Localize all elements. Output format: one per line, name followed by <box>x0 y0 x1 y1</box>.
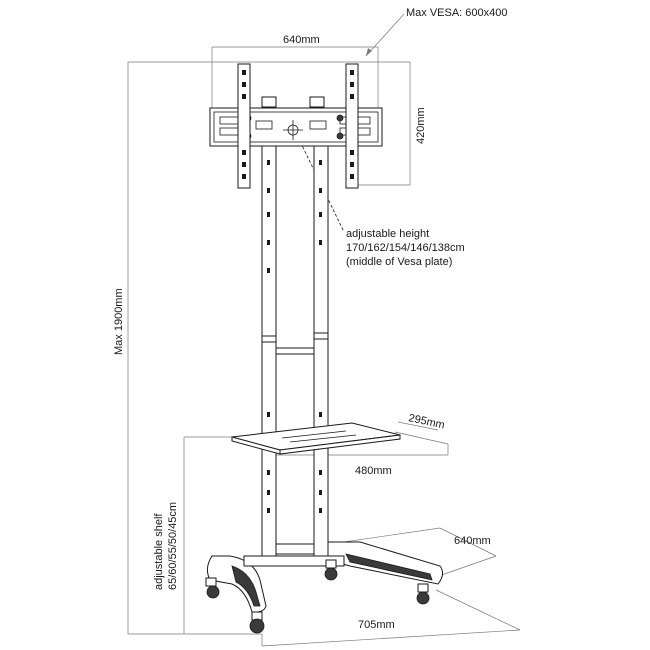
shelf-slot <box>351 435 393 442</box>
plate-top-clip-right <box>309 96 325 108</box>
shelf-slot <box>281 430 347 439</box>
left-vesa-bracket <box>237 63 251 189</box>
base-width-right-line <box>435 589 521 631</box>
base-depth-label: 640mm <box>454 535 491 547</box>
left-pole <box>261 139 277 561</box>
max-vesa-leader <box>365 13 405 57</box>
plate-bolt <box>336 132 344 140</box>
right-pole-joint <box>313 332 329 340</box>
max-height-label: Max 1900mm <box>113 288 125 355</box>
base-depth-top-line <box>329 527 441 545</box>
caster <box>416 583 430 605</box>
vesa-height-label: 420mm <box>415 107 427 144</box>
left-foot-shadow <box>231 565 261 607</box>
shelf <box>231 422 401 455</box>
caster <box>324 559 338 581</box>
caster <box>205 577 220 599</box>
vesa-mount <box>209 63 383 189</box>
base-depth-line <box>439 527 497 557</box>
right-bracket-arm <box>345 63 359 189</box>
adjustable-shelf-values: 65/60/55/50/45cm <box>167 502 179 590</box>
shelf-width-label: 480mm <box>355 465 392 477</box>
shelf-slot <box>289 434 357 443</box>
right-vesa-bracket <box>345 63 359 189</box>
base-width-line <box>261 629 521 647</box>
column-left <box>261 139 277 561</box>
right-foot-shadow <box>345 553 433 581</box>
vesa-plate-inner <box>213 111 379 143</box>
column-cross-brace <box>275 347 315 355</box>
adjustable-height-label: adjustable height <box>346 228 429 240</box>
plate-top-clip-left <box>261 96 277 108</box>
base-width-label: 705mm <box>358 619 395 631</box>
shelf-depth-line <box>397 421 439 431</box>
column-right <box>313 139 329 561</box>
shelf-depth-edge <box>394 431 449 445</box>
plate-bolt <box>336 114 344 122</box>
base <box>205 541 444 634</box>
adjustable-height-note: (middle of Vesa plate) <box>346 256 452 268</box>
shelf-depth-label: 295mm <box>407 412 445 431</box>
max-vesa-label: Max VESA: 600x400 <box>406 7 508 19</box>
vesa-width-label: 640mm <box>283 34 320 46</box>
adjustable-height-values: 170/162/154/146/138cm <box>346 242 465 254</box>
column-base-brace <box>275 543 315 555</box>
caster <box>249 611 265 634</box>
adjustable-shelf-label: adjustable shelf <box>153 513 165 590</box>
right-pole <box>313 139 329 561</box>
dimension-lines <box>127 13 521 647</box>
left-bracket-arm <box>237 63 251 189</box>
left-pole-joint <box>261 335 277 343</box>
base-depth-bottom-line <box>435 555 497 578</box>
max-vesa-arrow <box>366 48 372 56</box>
base-crossbar <box>243 555 345 567</box>
